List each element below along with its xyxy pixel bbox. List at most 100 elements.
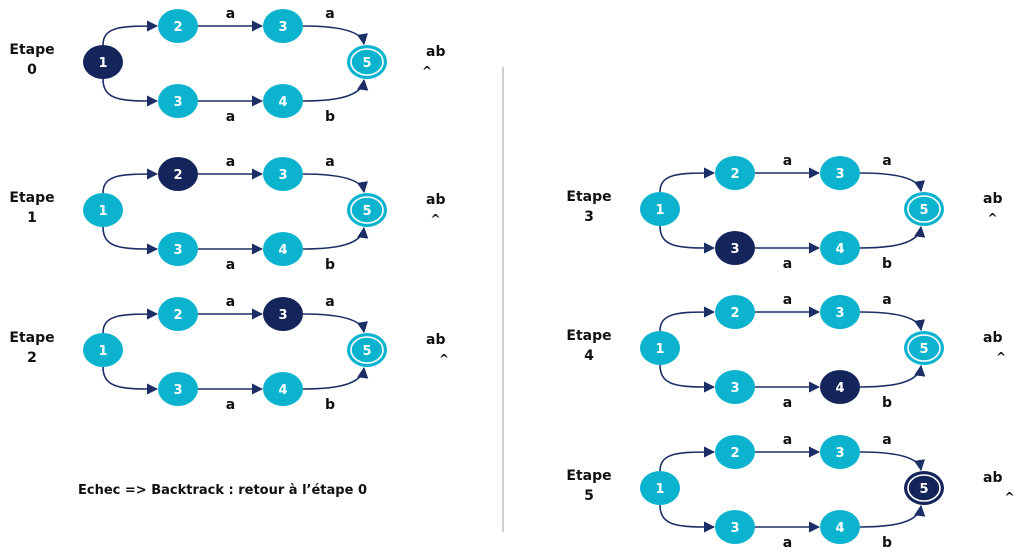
input-caret: ^	[439, 352, 449, 366]
transition-label: b	[882, 395, 892, 411]
state-node-4: 4	[820, 510, 860, 544]
state-node-2: 2	[715, 156, 755, 190]
state-label: 3	[835, 446, 844, 461]
state-node-1: 1	[83, 333, 123, 367]
state-label: 4	[278, 383, 287, 398]
step-title: Etape	[9, 330, 54, 346]
accepting-ring	[907, 195, 941, 223]
state-label: 2	[730, 446, 739, 461]
transition-label: a	[226, 109, 235, 125]
transition-edge	[859, 451, 925, 472]
state-node-5: 5	[904, 471, 944, 505]
transition-label: a	[226, 294, 235, 310]
state-label: 2	[173, 308, 182, 323]
transition-label: a	[325, 154, 334, 170]
state-node-3: 3	[263, 9, 303, 43]
step-number: 0	[27, 62, 37, 78]
state-circle	[820, 370, 860, 404]
transition-edge	[659, 446, 716, 472]
state-label: 3	[173, 243, 182, 258]
state-circle	[715, 370, 755, 404]
accepting-ring	[350, 196, 384, 224]
state-label: 3	[835, 167, 844, 182]
transition-edge	[102, 20, 159, 46]
input-caret: ^	[1005, 490, 1015, 504]
accepting-ring	[350, 48, 384, 76]
input-caret: ^	[988, 211, 998, 225]
state-label: 4	[278, 95, 287, 110]
state-node-1: 1	[640, 331, 680, 365]
state-circle	[263, 84, 303, 118]
accepting-ring	[907, 334, 941, 362]
step-title: Etape	[566, 468, 611, 484]
state-node-5: 5	[347, 193, 387, 227]
state-circle	[904, 192, 944, 226]
state-label: 1	[655, 482, 664, 497]
state-circle	[263, 372, 303, 406]
state-node-3: 3	[263, 157, 303, 191]
state-label: 1	[655, 203, 664, 218]
state-circle	[158, 297, 198, 331]
state-node-4: 4	[263, 232, 303, 266]
state-node-1: 1	[83, 45, 123, 79]
state-label: 3	[835, 306, 844, 321]
state-label: 5	[919, 482, 928, 497]
state-node-2: 2	[715, 295, 755, 329]
state-circle	[640, 471, 680, 505]
state-circle	[347, 333, 387, 367]
accepting-ring	[907, 474, 941, 502]
state-label: 3	[278, 20, 287, 35]
transition-edge	[102, 226, 159, 255]
state-label: 2	[730, 167, 739, 182]
transition-edge	[302, 313, 368, 334]
input-string: ab	[983, 470, 1002, 486]
input-string: ab	[983, 330, 1002, 346]
state-circle	[83, 45, 123, 79]
state-node-5: 5	[904, 331, 944, 365]
transition-label: a	[783, 153, 792, 169]
input-string: ab	[426, 332, 445, 348]
state-circle	[158, 232, 198, 266]
state-circle	[158, 9, 198, 43]
transition-label: b	[325, 109, 335, 125]
transition-label: b	[882, 256, 892, 272]
state-label: 2	[730, 306, 739, 321]
state-circle	[904, 471, 944, 505]
state-circle	[715, 435, 755, 469]
input-string: ab	[426, 44, 445, 60]
state-node-2: 2	[158, 9, 198, 43]
state-node-1: 1	[640, 471, 680, 505]
state-node-3: 3	[158, 84, 198, 118]
state-node-3: 3	[715, 510, 755, 544]
state-circle	[820, 435, 860, 469]
state-circle	[158, 372, 198, 406]
transition-label: a	[783, 395, 792, 411]
transition-edge	[302, 366, 369, 390]
transition-edge	[659, 504, 716, 533]
input-caret: ^	[996, 350, 1006, 364]
state-label: 1	[98, 204, 107, 219]
state-label: 1	[98, 344, 107, 359]
state-node-3: 3	[715, 370, 755, 404]
state-circle	[820, 510, 860, 544]
backtrack-note: Echec => Backtrack : retour à l’étape 0	[78, 483, 367, 498]
state-circle	[820, 295, 860, 329]
state-circle	[158, 84, 198, 118]
step-title: Etape	[9, 190, 54, 206]
state-circle	[820, 231, 860, 265]
state-node-1: 1	[83, 193, 123, 227]
state-node-4: 4	[263, 372, 303, 406]
input-string: ab	[426, 192, 445, 208]
state-label: 5	[362, 204, 371, 219]
state-circle	[715, 156, 755, 190]
transition-label: b	[325, 397, 335, 413]
transition-edge	[659, 364, 716, 393]
state-node-3: 3	[820, 435, 860, 469]
state-label: 1	[98, 56, 107, 71]
state-label: 5	[362, 344, 371, 359]
transition-edge	[659, 225, 716, 254]
state-label: 5	[362, 56, 371, 71]
transition-edge	[102, 308, 159, 334]
transition-label: a	[882, 292, 891, 308]
